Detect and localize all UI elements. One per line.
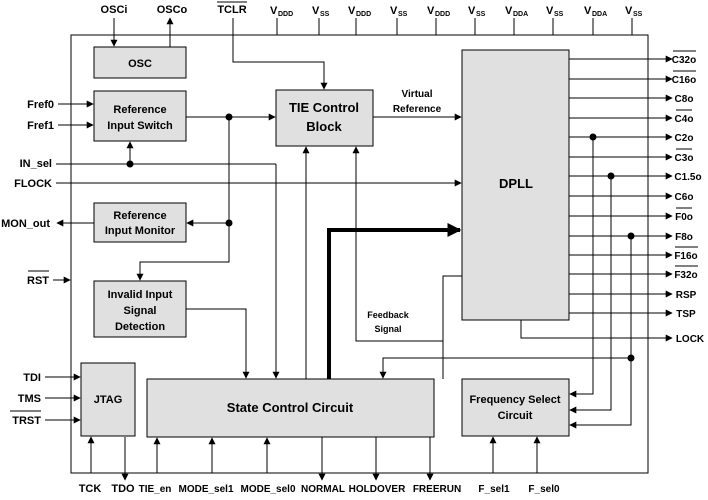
svg-text:V: V — [546, 5, 554, 17]
pin-tdo: TDO — [111, 483, 135, 495]
pin-tsp: TSP — [676, 309, 696, 320]
svg-text:V: V — [270, 5, 278, 17]
pin-fref1: Fref1 — [27, 120, 54, 132]
pin-c32o: C32o — [672, 55, 696, 66]
svg-text:Reference: Reference — [113, 210, 166, 222]
internal-wires — [126, 113, 631, 379]
pin-c2o: C2o — [675, 133, 694, 144]
pin-c4o: C4o — [675, 114, 694, 125]
svg-text:V: V — [625, 5, 633, 17]
top-wires — [110, 17, 633, 90]
pin-tie-en: TIE_en — [139, 484, 172, 495]
pin-mon-out: MON_out — [1, 218, 50, 230]
svg-text:Detection: Detection — [115, 321, 165, 333]
bottom-wires — [87, 436, 541, 481]
osc-block: OSC — [93, 46, 187, 79]
dpll-block: DPLL — [461, 49, 570, 321]
pin-mode-sel0: MODE_sel0 — [240, 484, 295, 495]
pin-f8o: F8o — [675, 232, 693, 243]
svg-text:DDD: DDD — [356, 11, 371, 18]
pin-c3o: C3o — [675, 153, 694, 164]
pin-osci: OSCi — [101, 4, 128, 16]
svg-text:Input Switch: Input Switch — [107, 120, 173, 132]
pin-rst: RST — [27, 275, 49, 287]
left-wires — [45, 100, 462, 424]
pin-mode-sel1: MODE_sel1 — [178, 484, 233, 495]
svg-text:V: V — [584, 5, 592, 17]
pin-osco: OSCo — [157, 4, 188, 16]
svg-text:DDD: DDD — [435, 11, 450, 18]
svg-text:State Control Circuit: State Control Circuit — [227, 400, 354, 415]
pin-fref0: Fref0 — [27, 99, 54, 111]
svg-text:V: V — [505, 5, 513, 17]
svg-text:DDD: DDD — [278, 11, 293, 18]
svg-text:Input Monitor: Input Monitor — [105, 225, 176, 237]
pin-holdover: HOLDOVER — [349, 484, 406, 495]
svg-text:V: V — [468, 5, 476, 17]
reference-input-monitor-block: Reference Input Monitor — [93, 202, 187, 243]
svg-text:Circuit: Circuit — [498, 410, 533, 422]
pin-f-sel1: F_sel1 — [478, 484, 510, 495]
pin-tclr: TCLR — [217, 4, 246, 16]
invalid-input-detection-block: Invalid Input Signal Detection — [93, 280, 187, 338]
svg-text:Reference: Reference — [113, 104, 166, 116]
svg-text:SS: SS — [398, 11, 408, 18]
pin-f32o: F32o — [674, 270, 697, 281]
pin-tms: TMS — [18, 393, 41, 405]
right-wires — [520, 55, 673, 429]
pin-c8o: C8o — [675, 94, 694, 105]
pin-c6o: C6o — [675, 192, 694, 203]
pin-c16o: C16o — [672, 75, 696, 86]
svg-text:SS: SS — [554, 11, 564, 18]
svg-text:Frequency Select: Frequency Select — [469, 394, 560, 406]
feedback-signal-label-2: Signal — [374, 324, 401, 334]
svg-text:OSC: OSC — [128, 58, 152, 70]
svg-text:V: V — [312, 5, 320, 17]
svg-text:DDA: DDA — [513, 11, 528, 18]
pin-in-sel: IN_sel — [20, 158, 52, 170]
pin-freerun: FREERUN — [413, 484, 461, 495]
pin-f-sel0: F_sel0 — [528, 484, 560, 495]
svg-text:V: V — [390, 5, 398, 17]
svg-text:Invalid Input: Invalid Input — [108, 289, 173, 301]
tie-control-block: TIE Control Block — [275, 89, 374, 147]
pin-trst: TRST — [12, 415, 41, 427]
pin-f16o: F16o — [674, 251, 697, 262]
svg-text:TIE Control: TIE Control — [289, 100, 359, 115]
pin-flock: FLOCK — [14, 178, 52, 190]
svg-text:V: V — [348, 5, 356, 17]
feedback-signal-label-1: Feedback — [367, 310, 410, 320]
virtual-reference-label-1: Virtual — [402, 89, 433, 100]
svg-text:SS: SS — [476, 11, 486, 18]
svg-text:SS: SS — [633, 11, 643, 18]
jtag-block: JTAG — [80, 362, 136, 437]
virtual-reference-label-2: Reference — [393, 104, 442, 115]
svg-text:JTAG: JTAG — [94, 394, 123, 406]
pin-tck: TCK — [79, 483, 102, 495]
svg-text:DDA: DDA — [592, 11, 607, 18]
svg-text:V: V — [427, 5, 435, 17]
pin-tdi: TDI — [23, 372, 41, 384]
pin-lock: LOCK — [676, 334, 705, 345]
svg-text:DPLL: DPLL — [499, 176, 533, 191]
pin-normal: NORMAL — [301, 484, 345, 495]
svg-text:Signal: Signal — [123, 305, 156, 317]
state-control-circuit-block: State Control Circuit — [146, 378, 435, 438]
svg-text:Block: Block — [306, 119, 342, 134]
reference-input-switch-block: Reference Input Switch — [93, 90, 187, 142]
frequency-select-circuit-block: Frequency Select Circuit — [461, 378, 570, 437]
state-to-dpll-thick-wire — [327, 223, 462, 379]
pin-c1-5o: C1.5o — [674, 172, 701, 183]
pin-f0o: F0o — [675, 212, 693, 223]
pin-rsp: RSP — [676, 290, 697, 301]
svg-text:SS: SS — [320, 11, 330, 18]
